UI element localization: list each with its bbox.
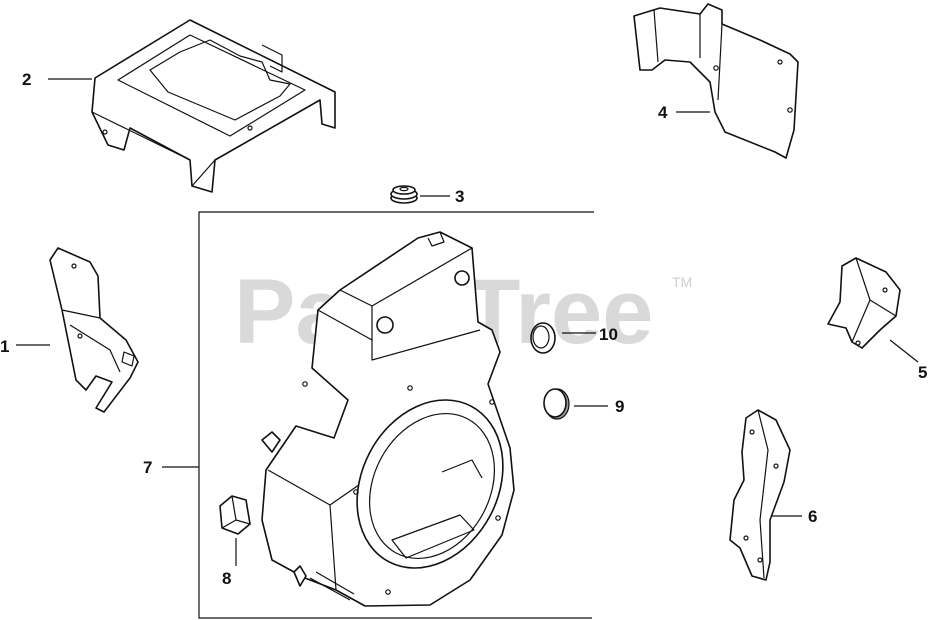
part-7-blower-housing[interactable] xyxy=(261,231,531,607)
part-1-bracket[interactable] xyxy=(49,247,139,413)
callout-9[interactable]: 9 xyxy=(615,397,624,416)
callout-4[interactable]: 4 xyxy=(658,103,668,122)
part-3-grommet[interactable] xyxy=(390,185,418,204)
callout-10[interactable]: 10 xyxy=(599,325,618,344)
part-8-seal[interactable] xyxy=(219,495,251,535)
leader-5 xyxy=(889,339,919,363)
callout-3[interactable]: 3 xyxy=(455,187,464,206)
part-2-shroud-frame[interactable] xyxy=(91,19,336,193)
callout-6[interactable]: 6 xyxy=(808,507,817,526)
part-7-frame-bracket xyxy=(198,211,594,619)
part-9-plug[interactable] xyxy=(543,388,570,420)
callout-1[interactable]: 1 xyxy=(0,337,9,356)
part-6-narrow-bracket[interactable] xyxy=(729,409,791,581)
part-10-plug[interactable] xyxy=(530,322,556,354)
part-5-deflector[interactable] xyxy=(827,257,901,349)
callout-5[interactable]: 5 xyxy=(918,363,927,382)
part-4-baffle[interactable] xyxy=(633,3,799,159)
watermark-trademark: TM xyxy=(672,274,692,290)
callout-2[interactable]: 2 xyxy=(22,70,31,89)
callout-7[interactable]: 7 xyxy=(143,458,152,477)
callout-8[interactable]: 8 xyxy=(222,569,231,588)
